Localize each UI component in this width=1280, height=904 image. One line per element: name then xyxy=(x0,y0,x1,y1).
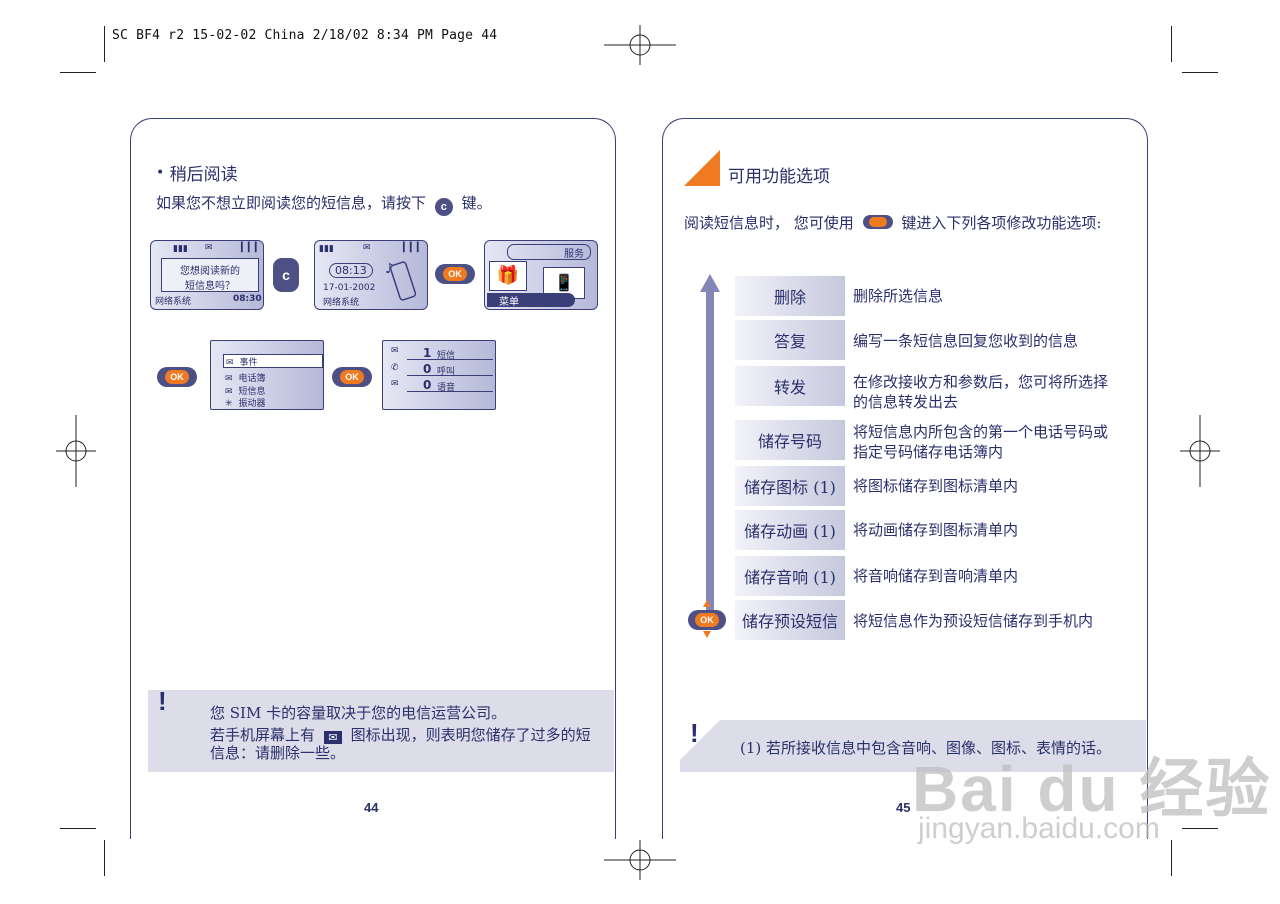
sms-icon: ✉ xyxy=(391,346,399,356)
svg-text:♪: ♪ xyxy=(385,261,394,277)
message-count-screen: ✉ ✆ ✉ 1 短信 0 呼叫 0 语音 xyxy=(382,340,496,410)
nav-down-icon xyxy=(703,631,711,638)
menu-tab: 服务 xyxy=(507,244,591,260)
left-section-heading: • 稍后阅读 xyxy=(156,160,238,185)
message-icon: ✉ xyxy=(363,243,371,253)
nav-up-icon xyxy=(703,600,711,607)
right-page-frame xyxy=(662,118,1148,839)
function-save-icon: 储存图标 (1) xyxy=(735,466,845,506)
phone-illustration-icon: ♪ xyxy=(385,261,417,301)
message-icon: ✉ xyxy=(205,243,213,253)
menu-list-screen: ✉事件 ✉电话簿 ✉短信息 ✳振动器 xyxy=(210,340,324,410)
note-panel xyxy=(680,720,1146,772)
registration-mark-top xyxy=(604,25,676,65)
time-label: 08:30 xyxy=(233,294,262,304)
menu-label: 菜单 xyxy=(487,293,575,308)
envelope-icon: ✉ xyxy=(323,731,342,744)
page-number: 45 xyxy=(896,800,911,815)
date: 17-01-2002 xyxy=(323,283,376,293)
registration-mark-left xyxy=(56,415,96,487)
warning-icon: ! xyxy=(690,718,699,748)
warning-icon: ! xyxy=(158,686,167,716)
ok-button: OK xyxy=(435,264,475,284)
function-save-number: 储存号码 xyxy=(735,420,845,460)
network-label: 网络系统 xyxy=(155,297,192,307)
signal-icon: ▎▎▎ xyxy=(403,243,424,253)
function-desc: 将音响储存到音响清单内 xyxy=(853,567,1019,585)
function-desc: 在修改接收方和参数后，您可将所选择 的信息转发出去 xyxy=(853,373,1109,411)
right-intro: 阅读短信息时， 您可使用 键进入下列各项修改功能选项: xyxy=(684,214,1102,232)
function-delete: 删除 xyxy=(735,276,845,316)
battery-icon: ▮▮▮ xyxy=(319,244,334,254)
scroll-up-arrow-icon xyxy=(700,274,720,610)
signal-icon: ▎▎▎ xyxy=(241,243,262,253)
bullet: • xyxy=(156,165,165,181)
section-title: 可用功能选项 xyxy=(728,167,830,187)
clock: 08:13 xyxy=(329,263,373,278)
function-save-animation: 储存动画 (1) xyxy=(735,510,845,550)
voicemail-icon: ✉ xyxy=(391,379,399,389)
menu-item: ✉短信息 xyxy=(225,387,266,397)
ok-button: OK xyxy=(157,367,197,387)
note-panel xyxy=(148,690,614,772)
note-line: 您 SIM 卡的容量取决于您的电信运营公司。 xyxy=(210,704,507,722)
call-icon: ✆ xyxy=(391,363,399,373)
gift-icon: 🎁 xyxy=(489,261,527,291)
function-desc: 将动画储存到图标清单内 xyxy=(853,521,1019,539)
page-number: 44 xyxy=(364,800,379,815)
watermark-logo: Bai du 经验 xyxy=(912,753,1272,825)
registration-mark-right xyxy=(1180,415,1220,487)
menu-item: ✉电话簿 xyxy=(225,374,266,384)
function-desc: 删除所选信息 xyxy=(853,287,944,305)
orange-triangle-icon xyxy=(684,150,720,186)
phone-screen-standby: ▮▮▮ ✉ ▎▎▎ 08:13 17-01-2002 网络系统 ♪ xyxy=(314,240,428,310)
menu-item-selected: ✉事件 xyxy=(223,354,323,368)
phone-screen-prompt: ▮▮▮ ✉ ▎▎▎ 您想阅读新的 短信息吗？ 网络系统 08:30 xyxy=(150,240,264,310)
battery-icon: ▮▮▮ xyxy=(173,244,188,254)
note-line: 若手机屏幕上有 ✉ 图标出现，则表明您储存了过多的短 xyxy=(210,726,591,744)
footnote: (1) 若所接收信息中包含音响、图像、图标、表情的话。 xyxy=(740,739,1112,757)
function-desc: 将图标储存到图标清单内 xyxy=(853,477,1019,495)
function-desc: 将短信息内所包含的第一个电话号码或 指定号码储存电话簿内 xyxy=(853,423,1109,461)
function-forward: 转发 xyxy=(735,366,845,406)
function-save-preset-sms: 储存预设短信 xyxy=(735,600,845,640)
ok-key-icon xyxy=(862,215,893,229)
left-intro: 如果您不想立即阅读您的短信息，请按下 c 键。 xyxy=(156,192,492,216)
function-save-sound: 储存音响 (1) xyxy=(735,556,845,596)
menu-item: ✳振动器 xyxy=(225,399,266,409)
left-page-frame xyxy=(130,118,616,839)
network-label: 网络系统 xyxy=(323,298,360,308)
c-key-button: c xyxy=(273,258,299,292)
ok-nav-button: OK xyxy=(688,610,726,630)
section-title: 稍后阅读 xyxy=(169,165,238,185)
function-desc: 编写一条短信息回复您收到的信息 xyxy=(853,332,1079,350)
ok-button: OK xyxy=(332,367,372,387)
registration-mark-bottom xyxy=(604,840,676,880)
watermark-url: jingyan.baidu.com xyxy=(918,812,1160,845)
phone-screen-menu: 服务 🎁 📱 菜单 xyxy=(484,240,598,310)
c-key-icon: c xyxy=(434,198,453,216)
note-line: 信息：请删除一些。 xyxy=(210,744,346,762)
function-desc: 将短信息作为预设短信储存到手机内 xyxy=(853,612,1094,630)
function-reply: 答复 xyxy=(735,320,845,360)
print-header: SC BF4 r2 15-02-02 China 2/18/02 8:34 PM… xyxy=(112,28,498,43)
